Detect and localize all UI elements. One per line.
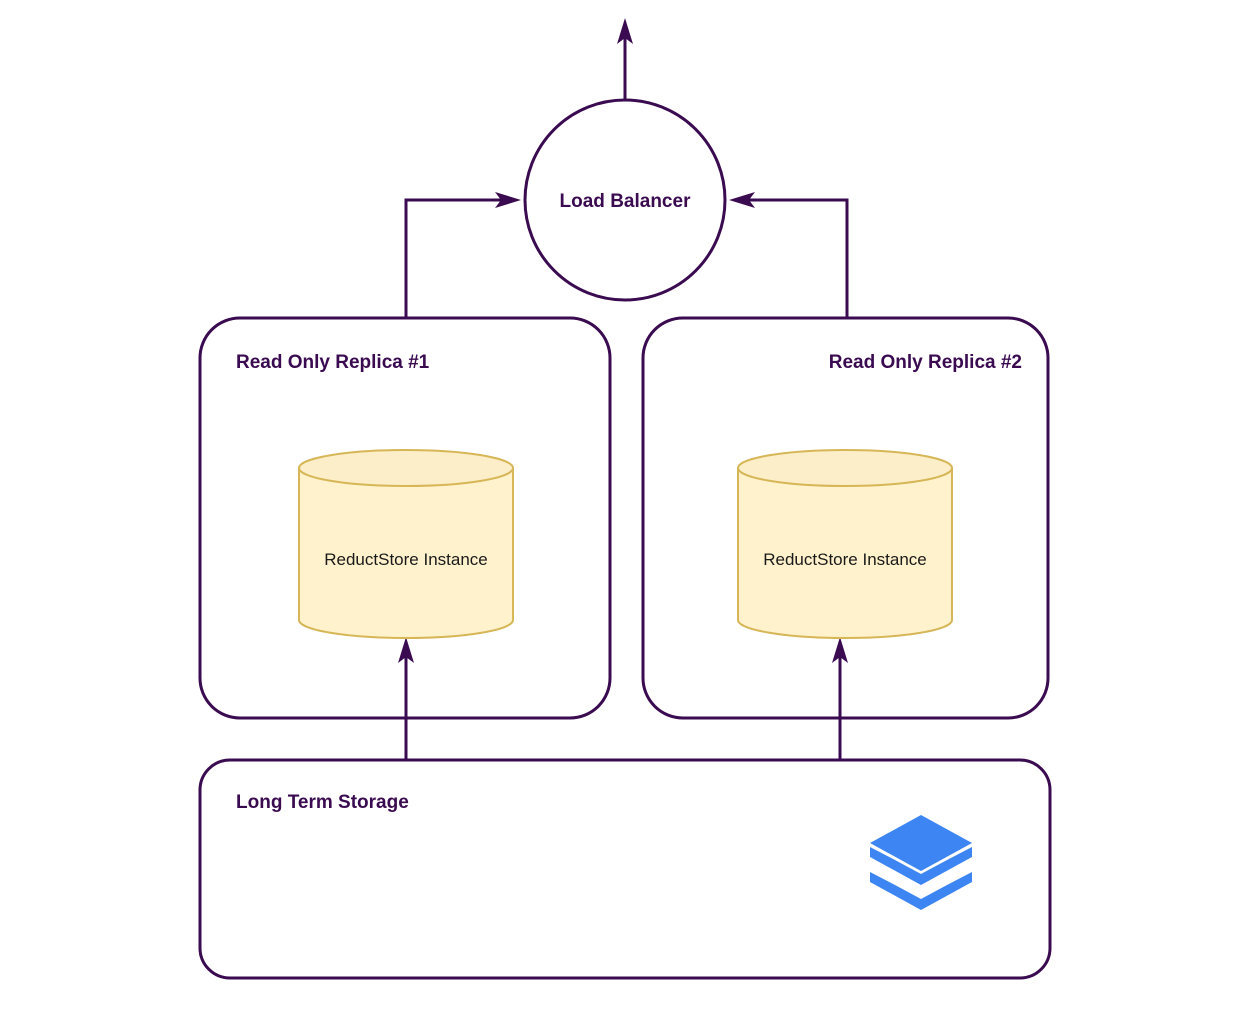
edge-replica-2-to-load-balancer (729, 192, 849, 318)
replica-2-database-label: ReductStore Instance (763, 550, 926, 569)
edge-load-balancer-output (617, 18, 633, 100)
long-term-storage-label: Long Term Storage (236, 792, 409, 813)
node-replica-2[interactable]: Read Only Replica #2 ReductStore Instanc… (641, 316, 1050, 720)
node-long-term-storage[interactable]: Long Term Storage (198, 758, 1052, 980)
node-replica-1-database[interactable]: ReductStore Instance (298, 449, 514, 639)
replica-1-database-label: ReductStore Instance (324, 550, 487, 569)
layers-icon (870, 815, 972, 910)
replica-1-label: Read Only Replica #1 (236, 352, 430, 373)
edge-storage-to-replica-1 (398, 637, 414, 760)
node-load-balancer[interactable]: Load Balancer (523, 98, 727, 302)
node-replica-1[interactable]: Read Only Replica #1 ReductStore Instanc… (198, 316, 612, 720)
edge-storage-to-replica-2 (832, 637, 848, 760)
edge-replica-1-to-load-balancer (404, 192, 521, 318)
replica-2-label: Read Only Replica #2 (829, 352, 1022, 373)
node-replica-2-database[interactable]: ReductStore Instance (737, 449, 953, 639)
load-balancer-label: Load Balancer (560, 191, 692, 212)
